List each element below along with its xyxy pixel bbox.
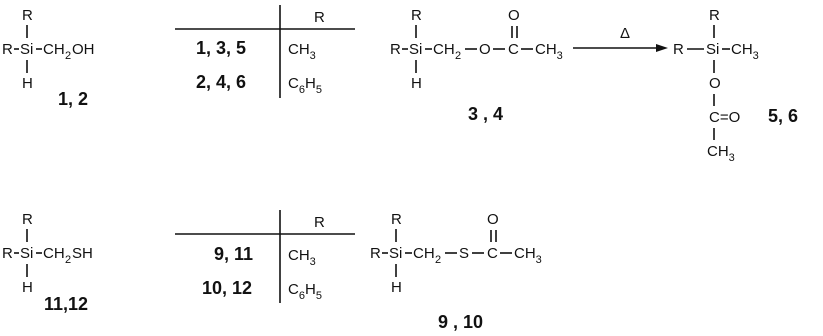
compound-label: 3 , 4 [468, 104, 503, 124]
compound-label: 5, 6 [768, 106, 798, 126]
atom-r-top: R [709, 7, 720, 24]
atom-ch: CH [413, 245, 435, 262]
atom-o: O [709, 75, 721, 92]
atom-ch3: CH3 [535, 41, 563, 62]
compound-label: 9 , 10 [438, 312, 483, 332]
atom-c-carbonyl: C=O [709, 109, 740, 126]
structure-silylmethanethiol: R R Si CH 2 SH H 11,12 [2, 211, 93, 314]
atom-r-top: R [391, 211, 402, 228]
table-row-r: C6H5 [288, 281, 322, 302]
atom-r-left: R [2, 245, 13, 262]
table-row-ids: 2, 4, 6 [196, 72, 246, 92]
table-row-ids: 1, 3, 5 [196, 38, 246, 58]
atom-r-left: R [370, 245, 381, 262]
subscript-2: 2 [435, 254, 441, 266]
atom-r-left: R [2, 41, 13, 58]
atom-o-carbonyl: O [487, 211, 499, 228]
atom-c: C [487, 245, 498, 262]
atom-ch3: CH3 [731, 41, 759, 62]
subscript-2: 2 [455, 50, 461, 62]
table-header-r: R [314, 214, 325, 231]
atom-r-left: R [673, 41, 684, 58]
atom-oh: OH [72, 41, 95, 58]
structure-silylmethanol: R R Si CH 2 OH H 1, 2 [2, 7, 95, 109]
atom-ch: CH [433, 41, 455, 58]
atom-h: H [22, 279, 33, 296]
atom-h: H [22, 75, 33, 92]
atom-ch: CH [43, 41, 65, 58]
atom-si: Si [409, 41, 422, 58]
atom-r-top: R [22, 7, 33, 24]
atom-r-top: R [411, 7, 422, 24]
substituent-table-top: R 1, 3, 5 CH3 2, 4, 6 C6H5 [175, 5, 355, 98]
structure-silylmethyl-thioacetate: R R Si CH 2 S O C CH3 H 9 , 10 [370, 211, 542, 332]
table-row-ids: 10, 12 [202, 278, 252, 298]
arrow-head [656, 44, 668, 52]
atom-si: Si [20, 245, 33, 262]
atom-si: Si [706, 41, 719, 58]
atom-h: H [391, 279, 402, 296]
atom-ch3: CH3 [514, 245, 542, 266]
atom-o: O [479, 41, 491, 58]
atom-r-left: R [390, 41, 401, 58]
heat-delta-label: Δ [620, 25, 630, 42]
atom-sh: SH [72, 245, 93, 262]
atom-ch3: CH3 [707, 143, 735, 164]
subscript-2: 2 [65, 50, 71, 62]
atom-si: Si [389, 245, 402, 262]
atom-o-carbonyl: O [508, 7, 520, 24]
atom-si: Si [20, 41, 33, 58]
subscript-2: 2 [65, 254, 71, 266]
table-row-r: C6H5 [288, 75, 322, 96]
compound-label: 1, 2 [58, 89, 88, 109]
structure-silyl-acetate: R R Si CH3 O C=O CH3 5, 6 [673, 7, 798, 164]
atom-c: C [508, 41, 519, 58]
substituent-table-bottom: R 9, 11 CH3 10, 12 C6H5 [175, 210, 355, 303]
table-header-r: R [314, 9, 325, 26]
table-row-r: CH3 [288, 247, 316, 268]
reaction-arrow-heat: Δ [573, 25, 668, 52]
atom-r-top: R [22, 211, 33, 228]
table-row-r: CH3 [288, 41, 316, 62]
atom-ch: CH [43, 245, 65, 262]
table-row-ids: 9, 11 [214, 244, 253, 264]
structure-silylmethyl-acetate: R R Si CH 2 O O C CH3 H 3 , 4 [390, 7, 563, 124]
atom-s: S [459, 245, 469, 262]
compound-label: 11,12 [44, 294, 88, 314]
atom-h: H [411, 75, 422, 92]
